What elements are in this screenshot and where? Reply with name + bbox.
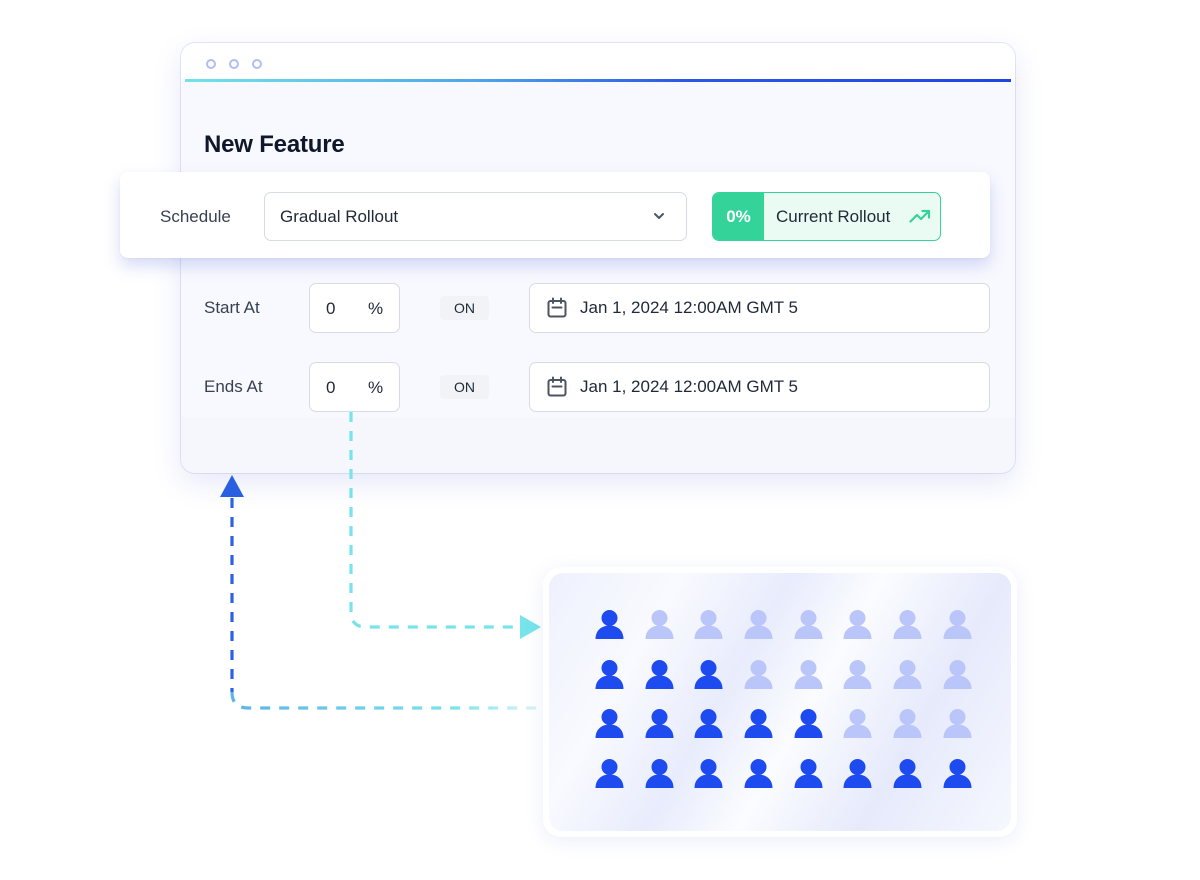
- end-percent-input[interactable]: 0 %: [309, 362, 400, 412]
- user-inactive-icon: [893, 610, 922, 639]
- calendar-icon: [547, 297, 567, 318]
- trending-up-icon: [909, 209, 931, 223]
- start-at-row: Start At 0 % ON Jan 1, 2024 12:00AM GMT …: [181, 283, 1015, 333]
- user-active-icon: [794, 709, 823, 738]
- user-active-icon: [595, 758, 624, 788]
- user-active-icon: [694, 758, 723, 788]
- start-on-badge: ON: [440, 296, 489, 320]
- rollout-label: Current Rollout: [776, 207, 891, 226]
- ends-at-label: Ends At: [204, 377, 263, 396]
- end-percent-value: 0: [326, 378, 336, 397]
- user-inactive-icon: [645, 610, 674, 639]
- ends-at-row: Ends At 0 % ON Jan 1, 2024 12:00AM GMT 5: [181, 362, 1015, 412]
- start-date-value: Jan 1, 2024 12:00AM GMT 5: [580, 298, 798, 317]
- user-inactive-icon: [893, 709, 922, 738]
- window-dot-icon[interactable]: [252, 59, 262, 69]
- rollout-percent: 0%: [713, 193, 764, 240]
- user-active-icon: [645, 659, 674, 689]
- user-active-icon: [694, 659, 723, 689]
- user-inactive-icon: [893, 659, 922, 689]
- start-percent-value: 0: [326, 299, 336, 318]
- user-inactive-icon: [694, 610, 723, 639]
- arrow-to-window: [220, 475, 545, 710]
- current-rollout-badge: 0% Current Rollout: [712, 192, 941, 241]
- window-controls: [206, 59, 262, 69]
- user-active-icon: [744, 758, 773, 788]
- window-footer: [181, 417, 1015, 473]
- end-on-badge: ON: [440, 375, 489, 399]
- start-date-input[interactable]: Jan 1, 2024 12:00AM GMT 5: [529, 283, 990, 333]
- user-active-icon: [595, 610, 624, 639]
- window-titlebar: [181, 43, 1015, 81]
- user-active-icon: [595, 659, 624, 689]
- schedule-select-value: Gradual Rollout: [280, 207, 399, 226]
- user-inactive-icon: [744, 610, 773, 639]
- user-inactive-icon: [943, 659, 972, 689]
- user-inactive-icon: [943, 709, 972, 738]
- user-inactive-icon: [794, 659, 823, 689]
- schedule-select[interactable]: Gradual Rollout: [264, 192, 687, 241]
- schedule-label: Schedule: [160, 207, 231, 226]
- users-grid-container: [549, 573, 1011, 831]
- user-active-icon: [694, 709, 723, 738]
- percent-sign: %: [368, 299, 384, 318]
- page-title: New Feature: [204, 131, 345, 158]
- users-rollout-panel: [543, 567, 1017, 837]
- user-inactive-icon: [794, 610, 823, 639]
- start-at-label: Start At: [204, 298, 260, 317]
- user-active-icon: [595, 709, 624, 738]
- progress-gradient-bar: [185, 79, 1011, 82]
- users-grid: [595, 610, 972, 788]
- start-percent-input[interactable]: 0 %: [309, 283, 400, 333]
- user-active-icon: [744, 709, 773, 738]
- user-inactive-icon: [943, 610, 972, 639]
- user-active-icon: [794, 758, 823, 788]
- user-active-icon: [943, 758, 972, 788]
- user-active-icon: [645, 709, 674, 738]
- calendar-icon: [547, 376, 567, 397]
- end-date-value: Jan 1, 2024 12:00AM GMT 5: [580, 377, 798, 396]
- user-inactive-icon: [843, 659, 872, 689]
- user-inactive-icon: [744, 659, 773, 689]
- percent-sign: %: [368, 378, 384, 397]
- user-inactive-icon: [843, 610, 872, 639]
- window-dot-icon[interactable]: [206, 59, 216, 69]
- chevron-down-icon: [654, 213, 664, 219]
- user-active-icon: [893, 758, 922, 788]
- window-dot-icon[interactable]: [229, 59, 239, 69]
- end-date-input[interactable]: Jan 1, 2024 12:00AM GMT 5: [529, 362, 990, 412]
- user-active-icon: [843, 758, 872, 788]
- user-inactive-icon: [843, 709, 872, 738]
- schedule-card: Schedule Gradual Rollout 0% Current Roll…: [120, 172, 990, 258]
- user-active-icon: [645, 758, 674, 788]
